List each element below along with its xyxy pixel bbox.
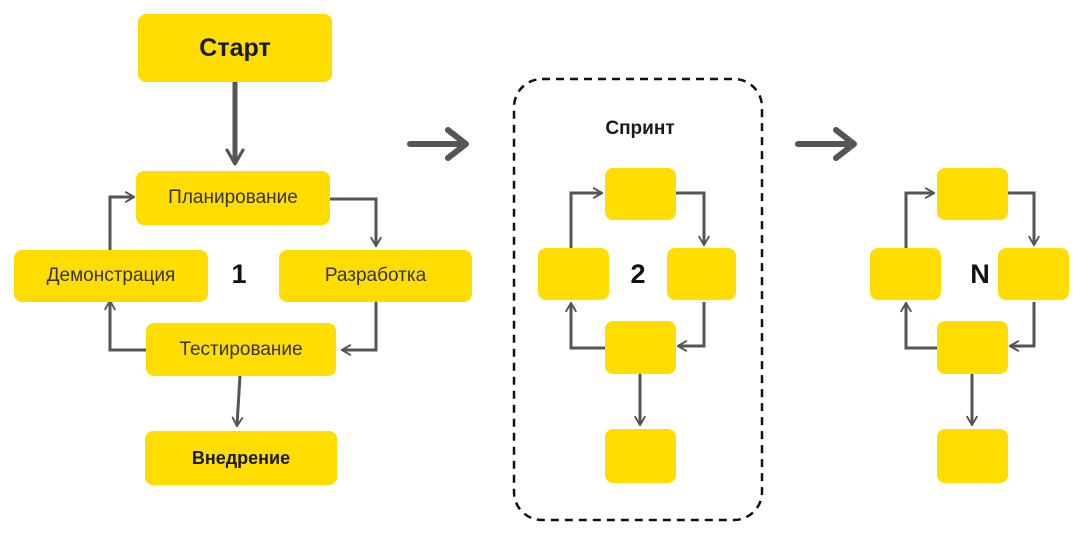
sprint-top-node	[605, 168, 676, 220]
planning-node: Планирование	[136, 171, 330, 225]
demo-node: Демонстрация	[14, 250, 208, 302]
start-node: Старт	[138, 14, 332, 82]
iteration-n-top-node	[937, 168, 1008, 220]
arrow-top-to-right	[676, 191, 710, 247]
iteration-n-final-node	[937, 429, 1008, 483]
iteration-n-bottom-node	[937, 321, 1008, 374]
arrow-right-icon	[407, 127, 469, 161]
development-node: Разработка	[279, 250, 472, 302]
testing-node: Тестирование	[146, 323, 336, 376]
iteration-n-right-node	[998, 248, 1069, 300]
arrow-right-to-bottom	[1008, 302, 1036, 352]
arrow-demo-to-planning	[108, 191, 136, 250]
arrow-right-icon	[795, 127, 857, 161]
arrow-left-to-top	[904, 187, 936, 248]
iteration-number: N	[970, 259, 990, 289]
iteration-n-left-node	[870, 248, 941, 300]
arrow-development-to-testing	[340, 302, 378, 356]
iteration-number: 1	[231, 259, 247, 289]
arrow-testing-to-deployment	[231, 375, 244, 428]
sprint-title: Спринт	[605, 118, 675, 139]
arrow-top-to-right	[1008, 191, 1040, 247]
arrow-bottom-to-left	[900, 301, 938, 350]
sprint-right-node	[667, 248, 736, 300]
deployment-node: Внедрение	[145, 431, 337, 485]
arrow-bottom-to-left	[565, 301, 606, 350]
iteration-number: 2	[630, 259, 646, 289]
arrow-right-to-bottom	[676, 302, 706, 352]
sprint-left-node	[538, 248, 609, 300]
arrow-testing-to-demo	[104, 299, 147, 352]
sprint-frame	[512, 77, 764, 522]
sprint-final-node	[605, 429, 676, 483]
arrow-left-to-top	[569, 187, 604, 248]
sprint-bottom-node	[605, 321, 676, 374]
arrow-planning-to-development	[330, 197, 382, 248]
